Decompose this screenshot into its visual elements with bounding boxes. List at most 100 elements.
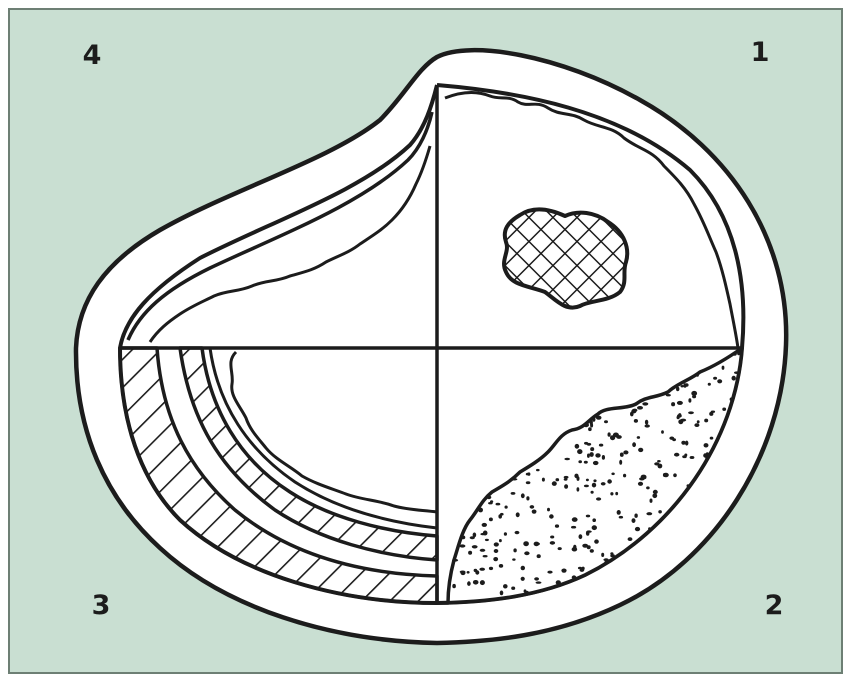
speckle-dot bbox=[663, 473, 669, 478]
speckle-dot bbox=[493, 557, 498, 561]
speckle-dot bbox=[582, 567, 585, 571]
speckle-dot bbox=[673, 473, 677, 477]
speckle-dot bbox=[452, 559, 458, 562]
speckle-dot bbox=[483, 531, 488, 536]
speckle-dot bbox=[623, 450, 628, 454]
speckle-dot bbox=[592, 525, 597, 530]
speckle-dot bbox=[534, 542, 540, 547]
speckle-dot bbox=[635, 527, 640, 531]
speckle-dot bbox=[737, 351, 740, 355]
speckle-dot bbox=[619, 460, 622, 465]
speckle-dot bbox=[611, 473, 614, 476]
speckle-dot bbox=[571, 526, 576, 529]
speckle-dot bbox=[717, 379, 722, 383]
speckle-dot bbox=[467, 581, 471, 586]
speckle-dot bbox=[500, 591, 504, 596]
speckle-dot bbox=[572, 517, 578, 522]
speckle-dot bbox=[677, 401, 683, 405]
speckle-dot bbox=[617, 510, 621, 515]
speckle-dot bbox=[697, 420, 700, 423]
speckle-dot bbox=[532, 510, 537, 514]
speckle-dot bbox=[496, 503, 501, 506]
speckle-dot bbox=[550, 536, 554, 539]
speckle-dot bbox=[637, 406, 643, 410]
speckle-dot bbox=[478, 508, 483, 513]
speckle-dot bbox=[680, 419, 686, 422]
speckle-dot bbox=[537, 554, 541, 558]
speckle-dot bbox=[645, 424, 650, 427]
speckle-dot bbox=[645, 420, 648, 425]
speckle-dot bbox=[574, 474, 578, 479]
speckle-dot bbox=[653, 490, 658, 494]
speckle-dot bbox=[485, 539, 489, 541]
speckle-dot bbox=[475, 570, 479, 574]
speckle-dot bbox=[596, 497, 601, 500]
speckle-dot bbox=[511, 492, 516, 495]
speckle-dot bbox=[677, 416, 680, 419]
speckle-dot bbox=[578, 460, 582, 463]
speckle-dot bbox=[657, 460, 661, 462]
speckle-dot bbox=[564, 476, 569, 479]
speckle-dot bbox=[593, 479, 596, 482]
speckle-dot bbox=[573, 545, 576, 550]
speckle-dot bbox=[608, 432, 611, 436]
speckle-dot bbox=[459, 544, 465, 547]
speckle-dot bbox=[482, 523, 487, 527]
speckle-dot bbox=[676, 387, 679, 391]
speckle-dot bbox=[610, 552, 613, 555]
speckle-dot bbox=[577, 449, 582, 454]
speckle-dot bbox=[558, 547, 562, 550]
speckle-dot bbox=[588, 427, 592, 431]
speckle-dot bbox=[610, 492, 613, 495]
speckle-dot bbox=[516, 512, 520, 517]
speckle-dot bbox=[688, 398, 691, 402]
speckle-dot bbox=[488, 502, 493, 504]
speckle-dot bbox=[710, 437, 714, 440]
speckle-dot bbox=[467, 571, 470, 574]
speckle-dot bbox=[610, 435, 615, 440]
speckle-dot bbox=[601, 553, 604, 557]
speckle-dot bbox=[479, 568, 485, 571]
quadrant-label-1: 1 bbox=[751, 37, 770, 68]
speckle-dot bbox=[511, 587, 515, 590]
speckle-dot bbox=[696, 374, 699, 376]
speckle-dot bbox=[470, 536, 475, 539]
speckle-dot bbox=[705, 456, 708, 461]
speckle-dot bbox=[578, 567, 582, 570]
speckle-dot bbox=[620, 453, 624, 457]
speckle-dot bbox=[536, 581, 542, 583]
speckle-dot bbox=[472, 545, 478, 548]
speckle-dot bbox=[632, 442, 636, 447]
speckle-dot bbox=[604, 561, 608, 565]
speckle-dot bbox=[461, 536, 465, 540]
speckle-dot bbox=[733, 352, 737, 356]
speckle-dot bbox=[704, 443, 709, 447]
speckle-dot bbox=[473, 580, 479, 585]
speckle-dot bbox=[615, 492, 618, 495]
speckle-dot bbox=[549, 514, 554, 518]
speckle-dot bbox=[599, 444, 603, 447]
speckle-dot bbox=[674, 453, 679, 457]
speckle-dot bbox=[590, 447, 594, 451]
speckle-dot bbox=[669, 437, 674, 440]
speckle-dot bbox=[579, 534, 583, 539]
speckle-dot bbox=[632, 409, 637, 412]
speckle-dot bbox=[526, 473, 530, 476]
speckle-dot bbox=[584, 442, 588, 445]
speckle-dot bbox=[556, 478, 560, 481]
speckle-dot bbox=[602, 455, 605, 460]
speckle-dot bbox=[591, 491, 594, 494]
speckle-dot bbox=[628, 537, 633, 541]
speckle-dot bbox=[489, 518, 493, 522]
speckle-dot bbox=[526, 496, 529, 500]
speckle-dot bbox=[460, 571, 466, 574]
speckle-dot bbox=[722, 408, 726, 411]
speckle-dot bbox=[552, 481, 557, 486]
speckle-dot bbox=[547, 571, 552, 574]
speckle-dot bbox=[652, 494, 657, 499]
speckle-dot bbox=[648, 527, 651, 530]
speckle-dot bbox=[504, 532, 507, 536]
speckle-dot bbox=[619, 516, 623, 519]
speckle-dot bbox=[681, 385, 684, 387]
speckle-dot bbox=[646, 486, 650, 489]
